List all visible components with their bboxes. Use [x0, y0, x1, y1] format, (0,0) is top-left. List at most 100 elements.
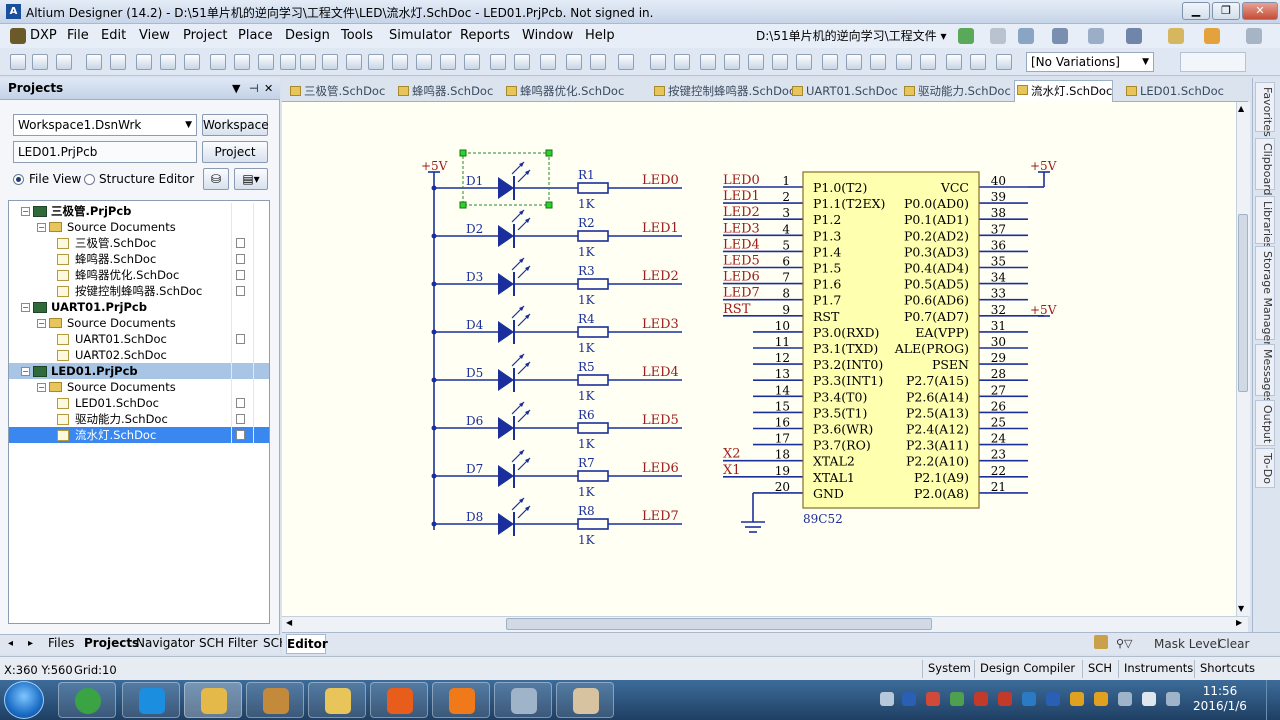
- vertical-scroll-thumb[interactable]: [1238, 214, 1248, 392]
- toolbar-button-18[interactable]: [416, 54, 432, 70]
- collapse-icon[interactable]: −: [21, 303, 30, 312]
- clear-button[interactable]: Clear: [1218, 637, 1250, 651]
- toolbar-button-39[interactable]: [946, 54, 962, 70]
- menu-item-simulator[interactable]: Simulator: [389, 28, 452, 43]
- ground-tool-icon[interactable]: [1126, 28, 1142, 44]
- pin-icon[interactable]: ⊣: [249, 82, 259, 95]
- tree-project[interactable]: −UART01.PrjPcb: [9, 299, 269, 315]
- dock-tab-output[interactable]: Output: [1255, 400, 1275, 446]
- net-tool-icon[interactable]: [1204, 28, 1220, 44]
- toolbar-button-28[interactable]: [674, 54, 690, 70]
- tab-scroll-right-icon[interactable]: ▸: [28, 638, 34, 649]
- project-options-icon[interactable]: ▤▾: [234, 168, 268, 190]
- tray-arrow-icon[interactable]: [880, 692, 894, 706]
- status-button-system[interactable]: System: [922, 660, 976, 678]
- scroll-left-icon[interactable]: ◀: [286, 618, 293, 627]
- status-button-shortcuts[interactable]: Shortcuts: [1194, 660, 1260, 678]
- tree-document[interactable]: LED01.SchDoc: [9, 395, 269, 411]
- menu-item-tools[interactable]: Tools: [341, 28, 374, 43]
- qq-tray-icon[interactable]: [1070, 692, 1084, 706]
- dock-tab-storage-manager[interactable]: Storage Manager: [1255, 246, 1275, 346]
- toolbar-button-37[interactable]: [896, 54, 912, 70]
- wifi-tray-icon[interactable]: [926, 692, 940, 706]
- paint-taskbar-app[interactable]: [556, 682, 614, 718]
- toolbar-button-4[interactable]: [86, 54, 102, 70]
- dock-tab-messages[interactable]: Messages: [1255, 344, 1275, 403]
- status-button-sch[interactable]: SCH: [1082, 660, 1117, 678]
- toolbar-button-32[interactable]: [772, 54, 788, 70]
- selection-box[interactable]: [462, 152, 550, 206]
- app-tray-icon-2[interactable]: [974, 692, 988, 706]
- toolbar-button-6[interactable]: [136, 54, 152, 70]
- menu-item-project[interactable]: Project: [183, 28, 228, 43]
- menu-item-file[interactable]: File: [67, 28, 89, 43]
- editor-tab[interactable]: Editor: [286, 634, 328, 654]
- tree-document[interactable]: 三极管.SchDoc: [9, 235, 269, 251]
- toolbar-button-22[interactable]: [514, 54, 530, 70]
- workspace-button[interactable]: Workspace: [202, 114, 269, 136]
- dock-tab-libraries[interactable]: Libraries: [1255, 196, 1275, 249]
- toolbar-button-26[interactable]: [618, 54, 634, 70]
- toolbar-button-7[interactable]: [160, 54, 176, 70]
- toolbar-button-21[interactable]: [490, 54, 506, 70]
- toolbar-button-13[interactable]: [300, 54, 316, 70]
- workspace-combo[interactable]: Workspace1.DsnWrk▼: [13, 114, 197, 136]
- toolbar-button-20[interactable]: [464, 54, 480, 70]
- selection-handle[interactable]: [545, 201, 553, 209]
- tree-document[interactable]: UART02.SchDoc: [9, 347, 269, 363]
- collapse-icon[interactable]: −: [21, 367, 30, 376]
- panel-tab-sch-filter[interactable]: SCH Filter: [199, 636, 258, 650]
- volume-tray-icon[interactable]: [1142, 692, 1156, 706]
- toolbar-button-40[interactable]: [970, 54, 986, 70]
- home-icon[interactable]: [1018, 28, 1034, 44]
- toolbar-button-24[interactable]: [566, 54, 582, 70]
- panel-tab-files[interactable]: Files: [48, 636, 75, 650]
- menu-item-edit[interactable]: Edit: [101, 28, 127, 43]
- status-button-design-compiler[interactable]: Design Compiler: [974, 660, 1080, 678]
- forward-icon[interactable]: [990, 28, 1006, 44]
- tree-folder[interactable]: −Source Documents: [9, 315, 269, 331]
- selection-handle[interactable]: [545, 149, 553, 157]
- document-tab[interactable]: 按键控制蜂鸣器.SchDoc: [652, 82, 795, 102]
- tree-document[interactable]: 驱动能力.SchDoc: [9, 411, 269, 427]
- toolbar-button-8[interactable]: [184, 54, 200, 70]
- panel-tab-navigator[interactable]: Navigator: [136, 636, 195, 650]
- help-tray-icon[interactable]: [902, 692, 916, 706]
- panel-menu-icon[interactable]: ▼: [232, 82, 241, 95]
- tree-document[interactable]: 按键控制蜂鸣器.SchDoc: [9, 283, 269, 299]
- document-tab[interactable]: 蜂鸣器.SchDoc: [396, 82, 493, 102]
- toolbar-button-41[interactable]: [996, 54, 1012, 70]
- qq-tray-icon-2[interactable]: [1094, 692, 1108, 706]
- show-desktop-button[interactable]: [1266, 680, 1280, 720]
- menu-item-window[interactable]: Window: [522, 28, 574, 43]
- file-view-radio[interactable]: [13, 174, 24, 185]
- toolbar-button-35[interactable]: [846, 54, 862, 70]
- collapse-icon[interactable]: −: [21, 207, 30, 216]
- dock-tab-to-do[interactable]: To-Do: [1255, 448, 1275, 488]
- tree-document[interactable]: 蜂鸣器优化.SchDoc: [9, 267, 269, 283]
- back-icon[interactable]: [958, 28, 974, 44]
- scroll-right-icon[interactable]: ▶: [1236, 618, 1243, 627]
- toolbar-button-38[interactable]: [920, 54, 936, 70]
- mask-level-button[interactable]: Mask Level: [1154, 637, 1221, 651]
- app-tray-icon-4[interactable]: [1022, 692, 1036, 706]
- document-tab[interactable]: UART01.SchDoc: [790, 82, 898, 102]
- tree-project[interactable]: −三极管.PrjPcb: [9, 203, 269, 219]
- document-tab[interactable]: LED01.SchDoc: [1124, 82, 1224, 102]
- document-tab[interactable]: 三极管.SchDoc: [288, 82, 385, 102]
- toolbar-button-3[interactable]: [56, 54, 72, 70]
- refresh-project-icon[interactable]: ⛁: [203, 168, 229, 190]
- selection-handle[interactable]: [459, 201, 467, 209]
- dxp-icon[interactable]: [10, 28, 26, 44]
- scroll-down-icon[interactable]: ▼: [1238, 604, 1245, 613]
- toolbar-button-15[interactable]: [346, 54, 362, 70]
- clear-filter-icon[interactable]: [1094, 635, 1108, 649]
- tree-document[interactable]: 蜂鸣器.SchDoc: [9, 251, 269, 267]
- flag-tray-icon[interactable]: [1166, 692, 1180, 706]
- menu-item-help[interactable]: Help: [585, 28, 615, 43]
- toolbar-button-19[interactable]: [440, 54, 456, 70]
- toolbar-button-10[interactable]: [234, 54, 250, 70]
- panel-tab-sch[interactable]: SCH: [263, 636, 289, 650]
- toolbar-button-14[interactable]: [322, 54, 338, 70]
